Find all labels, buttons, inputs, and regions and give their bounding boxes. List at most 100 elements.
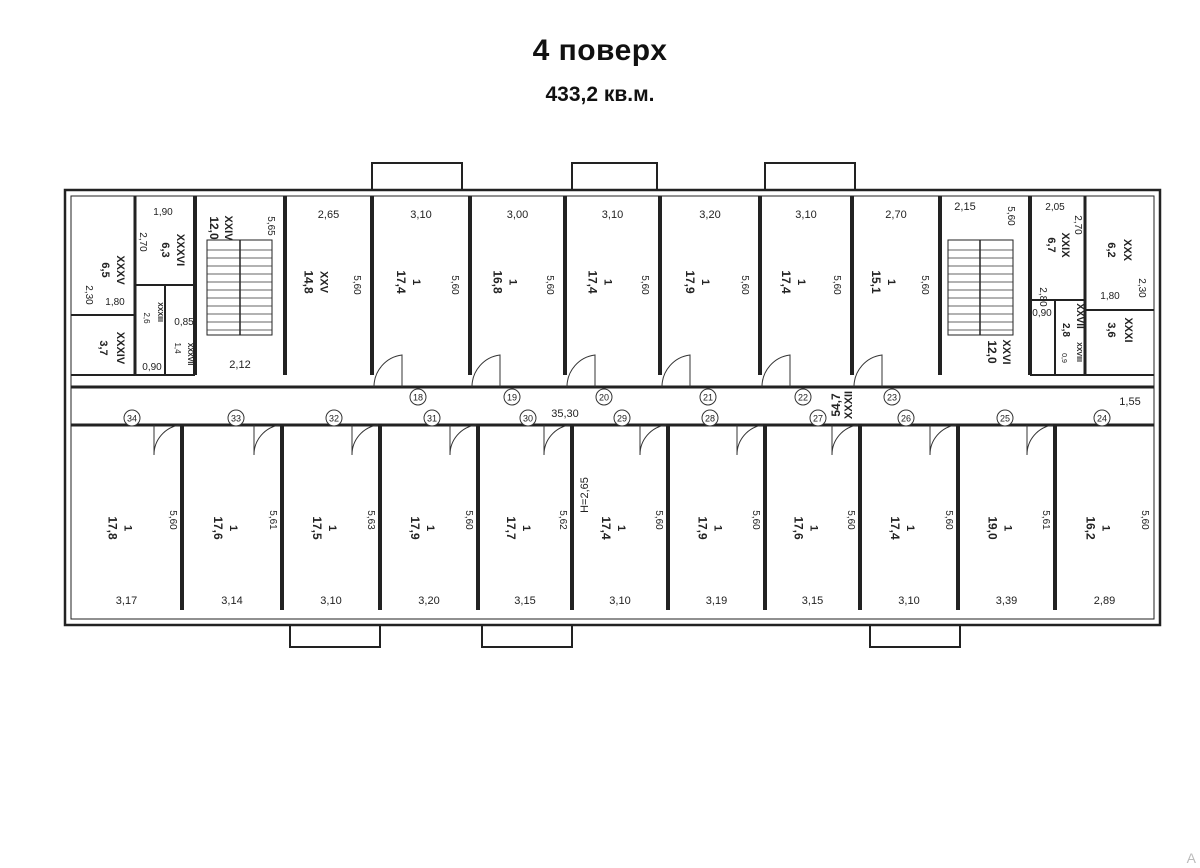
room-depth: 5,62 bbox=[557, 510, 568, 530]
door-number-label: 21 bbox=[703, 393, 713, 403]
door-swings bbox=[153, 354, 1054, 456]
room-label: XXV bbox=[318, 271, 330, 294]
door-swing bbox=[736, 424, 764, 456]
room-width: 3,20 bbox=[418, 595, 439, 607]
room-35-label: XXXV bbox=[114, 255, 126, 285]
door-number-circle bbox=[1093, 409, 1111, 427]
room-area: 17,4 bbox=[599, 516, 613, 540]
room-label: 1 bbox=[602, 279, 614, 285]
door-number: 19 bbox=[503, 388, 521, 406]
door-number-circle bbox=[701, 409, 719, 427]
corridor-label: XXXII bbox=[843, 391, 855, 419]
door-number-circle bbox=[325, 409, 343, 427]
room-33-area: 2,6 bbox=[142, 312, 151, 324]
door-number-circle bbox=[227, 409, 245, 427]
door-swing bbox=[929, 424, 957, 456]
door-number-circle bbox=[883, 388, 901, 406]
room-29-depth: 2,70 bbox=[1072, 215, 1083, 235]
room-width: 2,70 bbox=[885, 209, 906, 221]
room-depth: 5,63 bbox=[365, 510, 376, 530]
door-number-label: 18 bbox=[413, 393, 423, 403]
room-depth: 5,60 bbox=[544, 275, 555, 295]
room-30-area: 6,2 bbox=[1105, 242, 1117, 257]
door-number-circle bbox=[809, 409, 827, 427]
door-number-label: 32 bbox=[329, 414, 339, 424]
room-label: 1 bbox=[795, 279, 807, 285]
room-width: 2,65 bbox=[318, 209, 339, 221]
stair-left-label: XXIV bbox=[222, 215, 234, 241]
ceiling-height: H=2,65 bbox=[579, 477, 591, 513]
room-33-width: 0,85 bbox=[174, 317, 194, 328]
door-number: 25 bbox=[996, 409, 1014, 427]
door-number: 31 bbox=[423, 409, 441, 427]
door-number-label: 20 bbox=[599, 393, 609, 403]
room-36-depth: 2,70 bbox=[137, 232, 148, 252]
room-label: 1 bbox=[1002, 525, 1014, 531]
door-swing bbox=[761, 354, 791, 388]
door-swing bbox=[831, 424, 859, 456]
room-label: 1 bbox=[410, 279, 422, 285]
room-35-area: 6,5 bbox=[99, 262, 111, 277]
room-31-width: 0,90 bbox=[1032, 308, 1052, 319]
room-depth: 5,60 bbox=[463, 510, 474, 530]
door-number-circle bbox=[409, 388, 427, 406]
room-label: 1 bbox=[326, 525, 338, 531]
door-number: 33 bbox=[227, 409, 245, 427]
room-area: 17,7 bbox=[504, 516, 518, 540]
room-label: 1 bbox=[885, 279, 897, 285]
room-label: 1 bbox=[712, 525, 724, 531]
corner-mark: A bbox=[1186, 850, 1196, 866]
door-number-label: 25 bbox=[1000, 414, 1010, 424]
room-area: 17,6 bbox=[211, 516, 225, 540]
room-area: 17,5 bbox=[310, 516, 324, 540]
door-number: 29 bbox=[613, 409, 631, 427]
door-number-circle bbox=[519, 409, 537, 427]
room-label: 1 bbox=[520, 525, 532, 531]
door-number: 26 bbox=[897, 409, 915, 427]
room-35-width: 1,80 bbox=[105, 297, 125, 308]
door-number: 22 bbox=[794, 388, 812, 406]
door-swing bbox=[661, 354, 691, 388]
door-number-label: 27 bbox=[813, 414, 823, 424]
room-29-label: XXIX bbox=[1059, 232, 1071, 258]
door-number-circle bbox=[613, 409, 631, 427]
room-depth: 5,60 bbox=[919, 275, 930, 295]
door-swing bbox=[471, 354, 501, 388]
door-swing bbox=[449, 424, 477, 456]
room-30-label: XXX bbox=[1121, 239, 1133, 262]
door-swing bbox=[566, 354, 596, 388]
room-label: 1 bbox=[227, 525, 239, 531]
room-width: 3,15 bbox=[514, 595, 535, 607]
door-number-circle bbox=[897, 409, 915, 427]
room-depth: 5,60 bbox=[943, 510, 954, 530]
door-number-circle bbox=[423, 409, 441, 427]
room-label: 1 bbox=[1100, 525, 1112, 531]
room-28-area: 0,9 bbox=[1060, 353, 1067, 363]
room-area: 17,4 bbox=[394, 270, 408, 294]
room-34-label: XXXIV bbox=[114, 332, 126, 365]
walls bbox=[63, 162, 1162, 648]
room-area: 17,4 bbox=[779, 270, 793, 294]
door-number: 27 bbox=[809, 409, 827, 427]
room-31-area: 3,6 bbox=[1105, 322, 1117, 337]
door-number-label: 34 bbox=[127, 414, 137, 424]
room-30-depth: 2,30 bbox=[1136, 278, 1147, 298]
door-number-circle bbox=[699, 388, 717, 406]
room-label: 1 bbox=[507, 279, 519, 285]
room-label: 1 bbox=[904, 525, 916, 531]
room-33-label: XXXIII bbox=[156, 302, 163, 322]
room-area: 14,8 bbox=[302, 270, 316, 294]
room-27-label: XXVII bbox=[1074, 303, 1085, 329]
room-width: 3,20 bbox=[699, 209, 720, 221]
door-number-label: 30 bbox=[523, 414, 533, 424]
door-number-label: 23 bbox=[887, 393, 897, 403]
room-36-area: 6,3 bbox=[159, 242, 171, 257]
room-area: 19,0 bbox=[986, 516, 1000, 540]
stair-right-width: 2,15 bbox=[954, 201, 975, 213]
door-number-label: 22 bbox=[798, 393, 808, 403]
room-width: 3,10 bbox=[320, 595, 341, 607]
door-number: 32 bbox=[325, 409, 343, 427]
door-swing bbox=[543, 424, 571, 456]
